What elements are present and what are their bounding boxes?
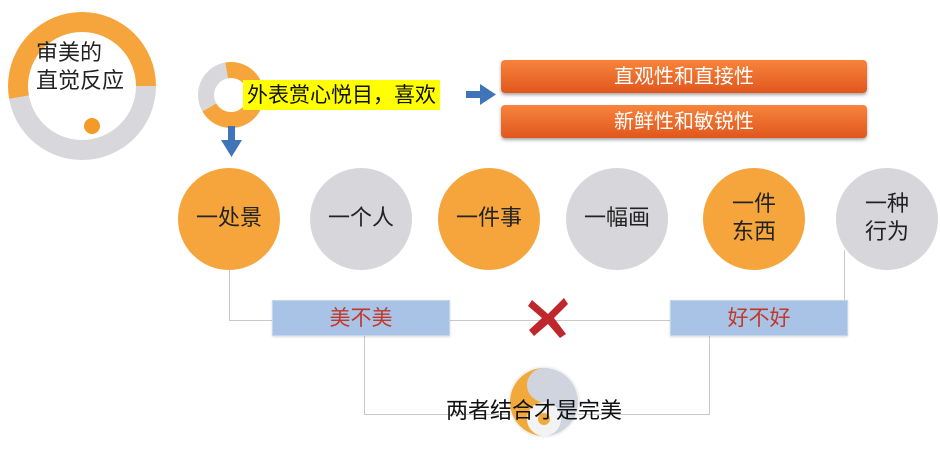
object-circle-6: 一种 行为: [836, 168, 938, 270]
title-line-1: 审美的: [36, 41, 103, 66]
upper-bracket: [229, 250, 845, 321]
object-circle-5: 一件 东西: [703, 168, 805, 270]
title-ring: [8, 12, 156, 160]
right-arrow-icon: [466, 84, 496, 105]
trait-pill-1: 直观性和直接性: [501, 60, 867, 93]
object-circle-2: 一个人: [310, 168, 412, 270]
trait-pill-2: 新鲜性和敏锐性: [501, 105, 867, 138]
object-circle-1: 一处景: [178, 168, 280, 270]
object-circle-3: 一件事: [438, 168, 540, 270]
down-arrow-icon: [221, 126, 242, 157]
judgment-box-good: 好不好: [670, 300, 848, 336]
conclusion-text: 两者结合才是完美: [446, 399, 623, 424]
title-line-2: 直觉反应: [36, 69, 125, 94]
diagram-title: 审美的 直觉反应: [36, 40, 156, 96]
cross-icon: [528, 298, 568, 338]
highlight-label: 外表赏心悦目，喜欢: [243, 80, 440, 110]
judgment-box-beauty: 美不美: [272, 300, 450, 336]
object-circle-4: 一幅画: [566, 168, 668, 270]
swirl-icon: [508, 366, 580, 438]
title-dot: [84, 118, 100, 134]
